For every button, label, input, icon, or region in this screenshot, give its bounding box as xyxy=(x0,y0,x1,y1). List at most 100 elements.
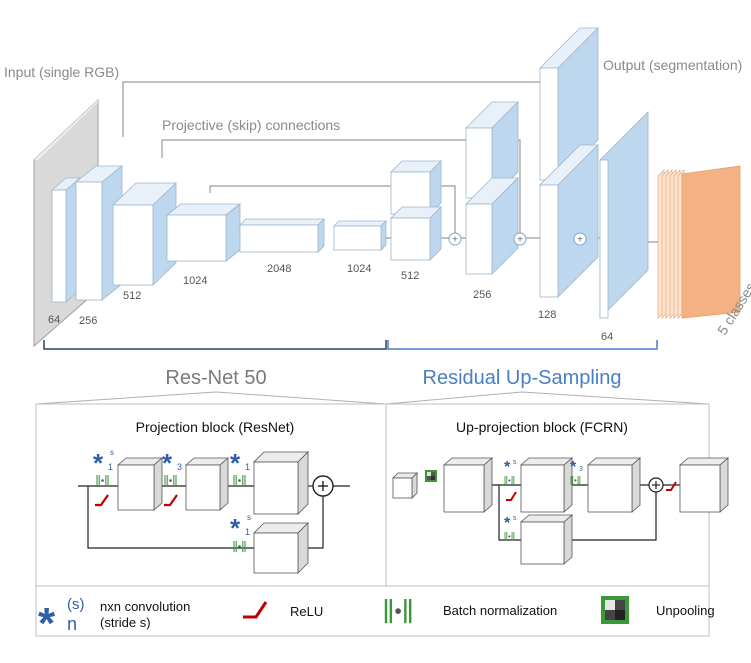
sum-node xyxy=(648,477,664,493)
unpooling-icon xyxy=(601,596,629,624)
cube xyxy=(253,522,309,574)
conv-icon: * s 1 xyxy=(93,448,114,478)
cube xyxy=(519,514,574,565)
dim-label-512-dec: 512 xyxy=(401,270,419,282)
svg-text:n: n xyxy=(67,614,77,634)
legend-conv: * (s) n nxn convolution (stride s) xyxy=(38,596,190,648)
projection-block-title: Projection block (ResNet) xyxy=(136,419,295,435)
legend-relu-label: ReLU xyxy=(290,604,323,619)
batchnorm-icon xyxy=(384,599,412,624)
dim-label-128-dec: 128 xyxy=(538,309,556,321)
svg-text:s: s xyxy=(513,459,517,466)
batchnorm-icon xyxy=(504,532,515,541)
svg-text:*: * xyxy=(230,448,241,478)
svg-text:1: 1 xyxy=(108,462,113,472)
svg-text:1: 1 xyxy=(245,462,250,472)
dim-label-256: 256 xyxy=(79,315,97,327)
dim-label-512: 512 xyxy=(123,290,141,302)
decoder-block-512 xyxy=(390,160,442,261)
panel-connector-lines xyxy=(35,391,710,405)
svg-text:3: 3 xyxy=(177,462,182,472)
output-segmentation-stack xyxy=(657,165,741,319)
svg-text:+: + xyxy=(517,235,523,246)
sum-node: + xyxy=(448,232,462,246)
svg-text:s: s xyxy=(513,515,517,522)
upsampling-bracket xyxy=(387,340,658,350)
encoder-block-1024-b xyxy=(333,220,387,251)
legend-unpooling-label: Unpooling xyxy=(656,603,715,618)
svg-text:*: * xyxy=(230,513,241,543)
cube xyxy=(586,457,642,513)
batchnorm-icon xyxy=(570,476,581,485)
dim-label-64: 64 xyxy=(48,314,60,326)
resnet-section-label: Res-Net 50 xyxy=(165,367,266,389)
batchnorm-icon xyxy=(164,475,177,486)
skip-connections-label: Projective (skip) connections xyxy=(162,117,340,133)
conv-icon: * s 1 xyxy=(230,513,251,543)
encoder-block-2048 xyxy=(239,218,325,253)
encoder-block-256 xyxy=(74,165,124,301)
legend-panel xyxy=(35,585,710,637)
svg-text:*: * xyxy=(93,448,104,478)
legend-conv-label: nxn convolution xyxy=(100,599,190,614)
relu-icon xyxy=(243,601,268,619)
decoder-block-256 xyxy=(465,101,519,275)
cube xyxy=(442,457,494,513)
relu-icon xyxy=(164,494,178,507)
conv-icon: * xyxy=(38,599,56,648)
svg-text:1: 1 xyxy=(245,527,250,537)
conv-icon: * 1 xyxy=(230,448,250,478)
svg-text:3: 3 xyxy=(579,466,583,473)
batchnorm-icon xyxy=(504,476,515,485)
svg-text:*: * xyxy=(504,459,511,476)
conv-icon: * s xyxy=(504,459,517,476)
resnet-bracket xyxy=(43,340,387,350)
relu-icon xyxy=(95,494,109,507)
svg-text:(s): (s) xyxy=(67,596,85,613)
dim-label-64-dec: 64 xyxy=(601,331,613,343)
upsampling-section-label: Residual Up-Sampling xyxy=(423,367,622,389)
dim-label-1024-b: 1024 xyxy=(347,263,371,275)
legend-relu: ReLU xyxy=(243,601,323,619)
upprojection-block-title: Up-projection block (FCRN) xyxy=(456,419,628,435)
decoder-block-64 xyxy=(599,111,649,319)
cube xyxy=(678,457,730,513)
decoder-block-128 xyxy=(539,27,599,298)
cube xyxy=(519,457,574,513)
cube xyxy=(184,457,230,511)
cube xyxy=(392,472,418,499)
dim-label-256-dec: 256 xyxy=(473,289,491,301)
svg-text:s: s xyxy=(247,513,251,522)
conv-icon: * 3 xyxy=(162,448,182,478)
dim-label-2048: 2048 xyxy=(267,263,291,275)
encoder-block-1024 xyxy=(165,203,242,262)
relu-icon xyxy=(666,481,677,491)
svg-text:*: * xyxy=(504,515,511,532)
conv-icon: * s xyxy=(504,515,517,532)
sum-node: + xyxy=(573,232,587,246)
legend-unpooling: Unpooling xyxy=(601,596,715,624)
sum-node xyxy=(312,475,334,497)
batchnorm-icon xyxy=(233,541,246,552)
svg-text:+: + xyxy=(577,235,583,246)
sum-node: + xyxy=(513,232,527,246)
svg-text:+: + xyxy=(452,235,458,246)
dim-label-1024: 1024 xyxy=(183,275,207,287)
output-label: Output (segmentation) xyxy=(603,57,742,73)
cube xyxy=(253,451,309,515)
upprojection-block-diagram: * s * 3 * s xyxy=(392,457,730,565)
svg-text:*: * xyxy=(570,459,577,476)
input-label: Input (single RGB) xyxy=(4,64,119,80)
cube xyxy=(116,457,164,511)
svg-text:*: * xyxy=(162,448,173,478)
svg-text:s: s xyxy=(110,448,114,457)
relu-icon xyxy=(506,491,517,501)
legend-conv-stride: (stride s) xyxy=(100,615,151,630)
batchnorm-icon xyxy=(96,475,109,486)
legend-batchnorm: Batch normalization xyxy=(384,599,557,624)
unpooling-icon xyxy=(425,470,437,482)
legend-bn-label: Batch normalization xyxy=(443,603,557,618)
batchnorm-icon xyxy=(233,475,246,486)
conv-icon: * 3 xyxy=(570,459,583,476)
